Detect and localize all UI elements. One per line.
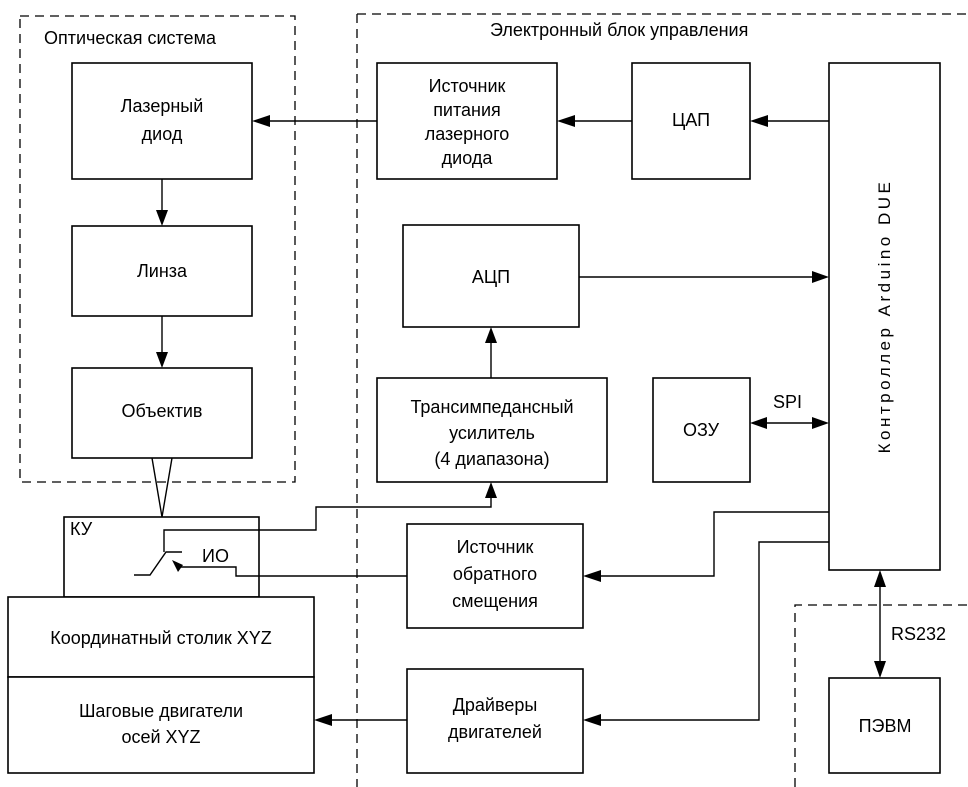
bias-to-photodiode-line	[177, 566, 407, 577]
power-input-arrow	[557, 115, 575, 127]
xyz-stage-block: Координатный столик XYZ	[7, 596, 315, 678]
tia-label-1: Трансимпедансный	[410, 397, 573, 417]
ram-label: ОЗУ	[683, 420, 720, 440]
bias-source-label-3: смещения	[452, 591, 538, 611]
adc-block: АЦП	[402, 224, 580, 328]
adc-label: АЦП	[472, 267, 510, 287]
tia-label-2: усилитель	[449, 423, 535, 443]
objective-input-arrow	[156, 352, 168, 368]
stepper-motors-block: Шаговые двигатели осей XYZ	[7, 676, 315, 774]
focused-beam	[151, 457, 173, 518]
laser-power-label-3: лазерного	[425, 124, 510, 144]
lens-label: Линза	[137, 261, 188, 281]
photodiode-icon	[134, 551, 182, 576]
laser-power-label-1: Источник	[429, 76, 506, 96]
laser-diode-label-2: диод	[142, 124, 183, 144]
controller-adc-arrow	[812, 271, 829, 283]
ku-block: КУ	[63, 516, 260, 598]
pc-frame	[794, 604, 968, 787]
stepper-motors-label-1: Шаговые двигатели	[79, 701, 243, 721]
control-unit-title: Электронный блок управления	[490, 20, 748, 40]
adc-input-arrow	[485, 327, 497, 343]
controller-to-bias-line	[601, 511, 829, 577]
pc-label: ПЭВМ	[859, 716, 912, 736]
tia-block: Трансимпедансный усилитель (4 диапазона)	[376, 377, 608, 483]
optical-system-title: Оптическая система	[44, 28, 217, 48]
rs232-label: RS232	[891, 624, 946, 644]
objective-block: Объектив	[71, 367, 253, 459]
controller-label: Контроллер Arduino DUE	[875, 179, 894, 454]
dac-block: ЦАП	[631, 62, 751, 180]
controller-block: Контроллер Arduino DUE	[828, 62, 941, 571]
bias-source-label-1: Источник	[457, 537, 534, 557]
laser-input-arrow	[252, 115, 270, 127]
pc-block: ПЭВМ	[828, 677, 941, 774]
rs232-arrow-controller	[874, 570, 886, 587]
spi-arrow-controller	[812, 417, 829, 429]
laser-power-label-4: диода	[442, 148, 494, 168]
objective-label: Объектив	[122, 401, 203, 421]
bias-source-label-2: обратного	[453, 564, 537, 584]
bias-source-block: Источник обратного смещения	[406, 523, 584, 629]
io-label: ИО	[202, 546, 229, 566]
motors-input-arrow	[314, 714, 332, 726]
lens-input-arrow	[156, 210, 168, 226]
spi-arrow-ram	[750, 417, 767, 429]
stepper-motors-label-2: осей XYZ	[121, 727, 200, 747]
ku-label: КУ	[70, 519, 93, 539]
laser-diode-label-1: Лазерный	[121, 96, 204, 116]
dac-label: ЦАП	[672, 110, 710, 130]
photodiode-arrow-icon	[172, 560, 183, 572]
photodiode-to-tia-line	[163, 498, 492, 552]
drivers-input-arrow	[583, 714, 601, 726]
drivers-label-2: двигателей	[448, 722, 542, 742]
laser-power-label-2: питания	[433, 100, 501, 120]
control-unit-frame	[356, 13, 968, 787]
bias-input-arrow	[583, 570, 601, 582]
tia-input-arrow	[485, 482, 497, 498]
drivers-label-1: Драйверы	[453, 695, 538, 715]
rs232-arrow-pc	[874, 661, 886, 678]
laser-diode-block: Лазерный диод	[71, 62, 253, 180]
laser-power-source-block: Источник питания лазерного диода	[376, 62, 558, 180]
tia-label-3: (4 диапазона)	[434, 449, 549, 469]
dac-input-arrow	[750, 115, 768, 127]
ram-block: ОЗУ	[652, 377, 751, 483]
motor-drivers-block: Драйверы двигателей	[406, 668, 584, 774]
optical-system-frame	[19, 15, 296, 483]
controller-to-drivers-line	[601, 541, 829, 721]
xyz-stage-label: Координатный столик XYZ	[50, 628, 272, 648]
spi-label: SPI	[773, 392, 802, 412]
lens-block: Линза	[71, 225, 253, 317]
